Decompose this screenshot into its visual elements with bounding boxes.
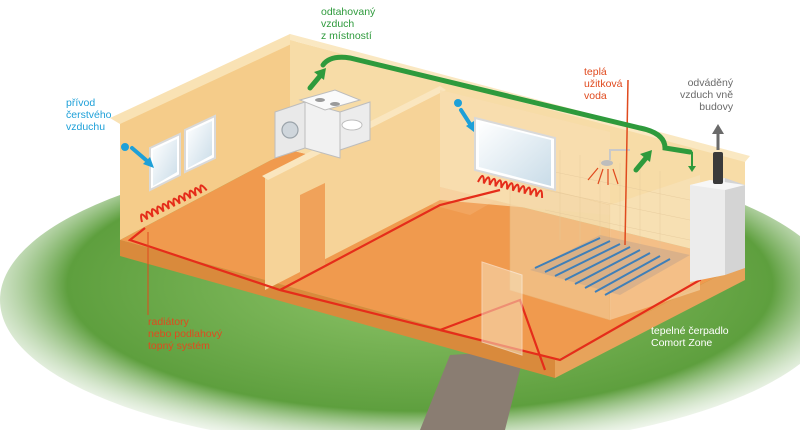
washing-machine bbox=[275, 102, 305, 158]
label-fresh-air: přívod čerstvého vzduchu bbox=[66, 97, 112, 133]
label-hot-water: teplá užitková voda bbox=[584, 66, 623, 102]
label-exhaust-room-air: odtahovaný vzduch z místností bbox=[321, 6, 375, 42]
arrow-up-grey-icon bbox=[712, 124, 724, 150]
partition-doorway bbox=[300, 183, 325, 277]
entrance-door bbox=[482, 262, 522, 355]
label-heating-system: radiátory nebo podlahový topný systém bbox=[148, 316, 222, 352]
label-exhaust-outside: odváděný vzduch vně budovy bbox=[680, 77, 733, 113]
label-heat-pump: tepelné čerpadlo Comort Zone bbox=[651, 325, 729, 349]
